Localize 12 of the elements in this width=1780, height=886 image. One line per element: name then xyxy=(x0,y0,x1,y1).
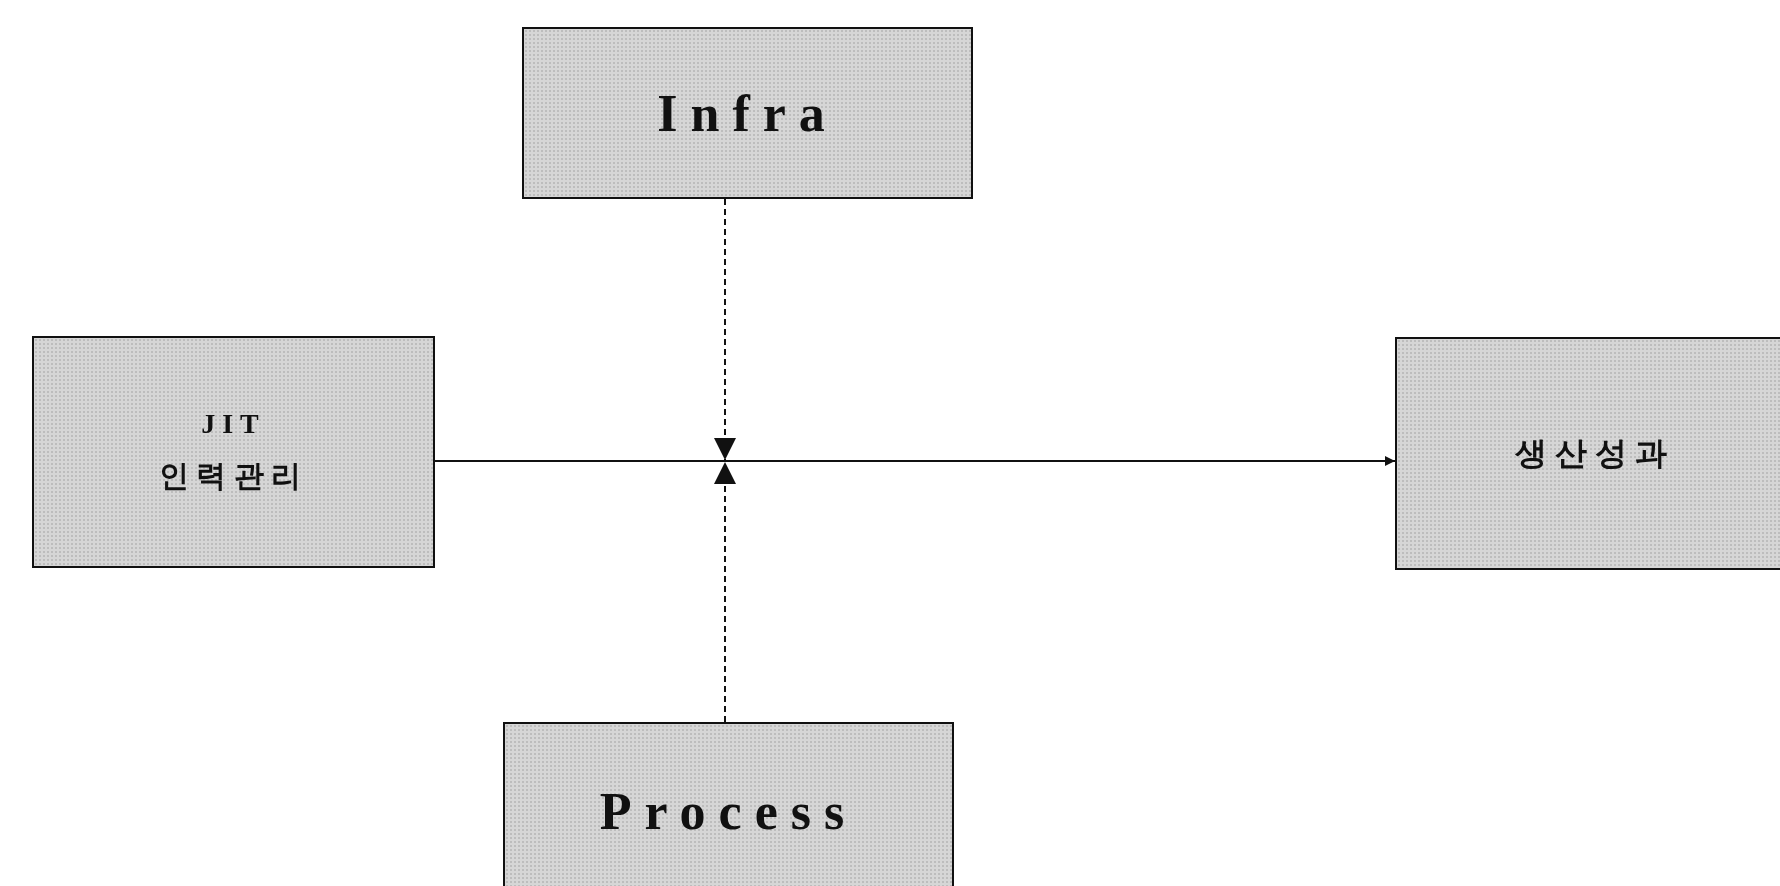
heading-text: JIT xyxy=(201,407,266,440)
arrow xyxy=(714,461,736,723)
process-box xyxy=(503,722,954,886)
arrow xyxy=(434,456,1396,466)
arrow xyxy=(714,198,736,461)
process-box xyxy=(32,336,435,568)
label-text: Process xyxy=(599,782,858,841)
process-box xyxy=(522,27,973,199)
process-box xyxy=(1395,337,1780,570)
label-text: 생산성과 xyxy=(1515,433,1675,473)
label-text: Infra xyxy=(657,83,838,143)
label-text: 인력관리 xyxy=(158,457,309,494)
